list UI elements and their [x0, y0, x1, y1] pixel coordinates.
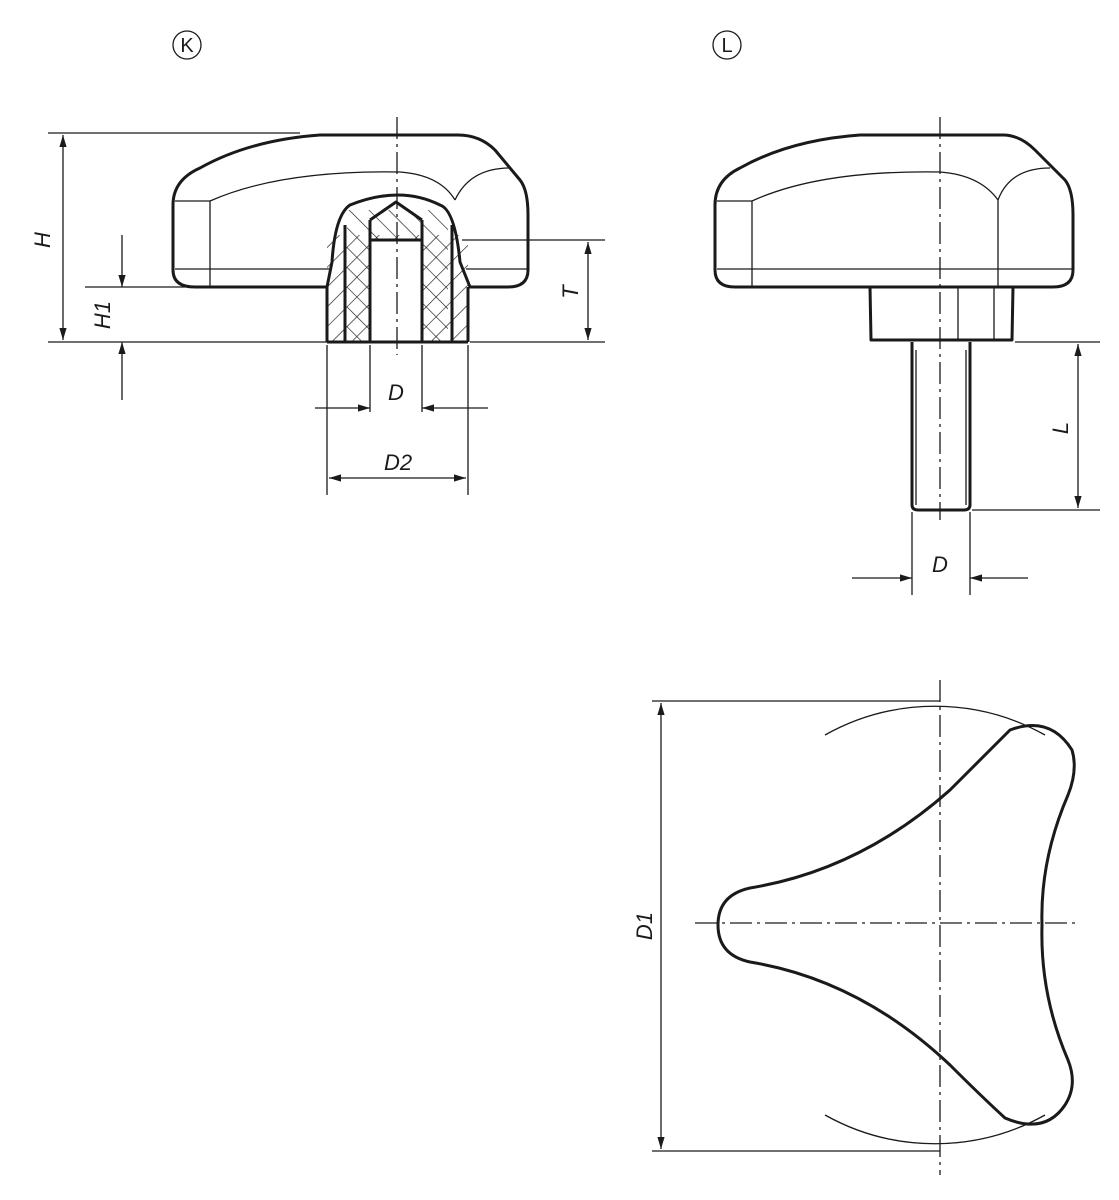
view-l-label: L [721, 35, 732, 57]
dim-d2: D2 [384, 450, 412, 475]
view-top: D1 [632, 680, 1076, 1175]
dim-d1: D1 [632, 912, 657, 940]
dim-t: T [558, 284, 583, 299]
dim-l: L [1048, 422, 1073, 434]
dim-d-l: D [932, 552, 948, 577]
view-k: K H H1 T D D2 [30, 30, 605, 495]
dim-d-k: D [388, 380, 404, 405]
view-marker-l [712, 30, 742, 60]
knob-top-outline [716, 724, 1076, 1126]
view-k-label: K [180, 35, 194, 57]
view-marker-k [172, 30, 202, 60]
dim-h: H [30, 232, 55, 248]
knob-k-body [171, 133, 530, 289]
knob-l-body [713, 133, 1075, 289]
view-l: L L D [712, 30, 1100, 595]
dim-h1: H1 [90, 301, 115, 329]
